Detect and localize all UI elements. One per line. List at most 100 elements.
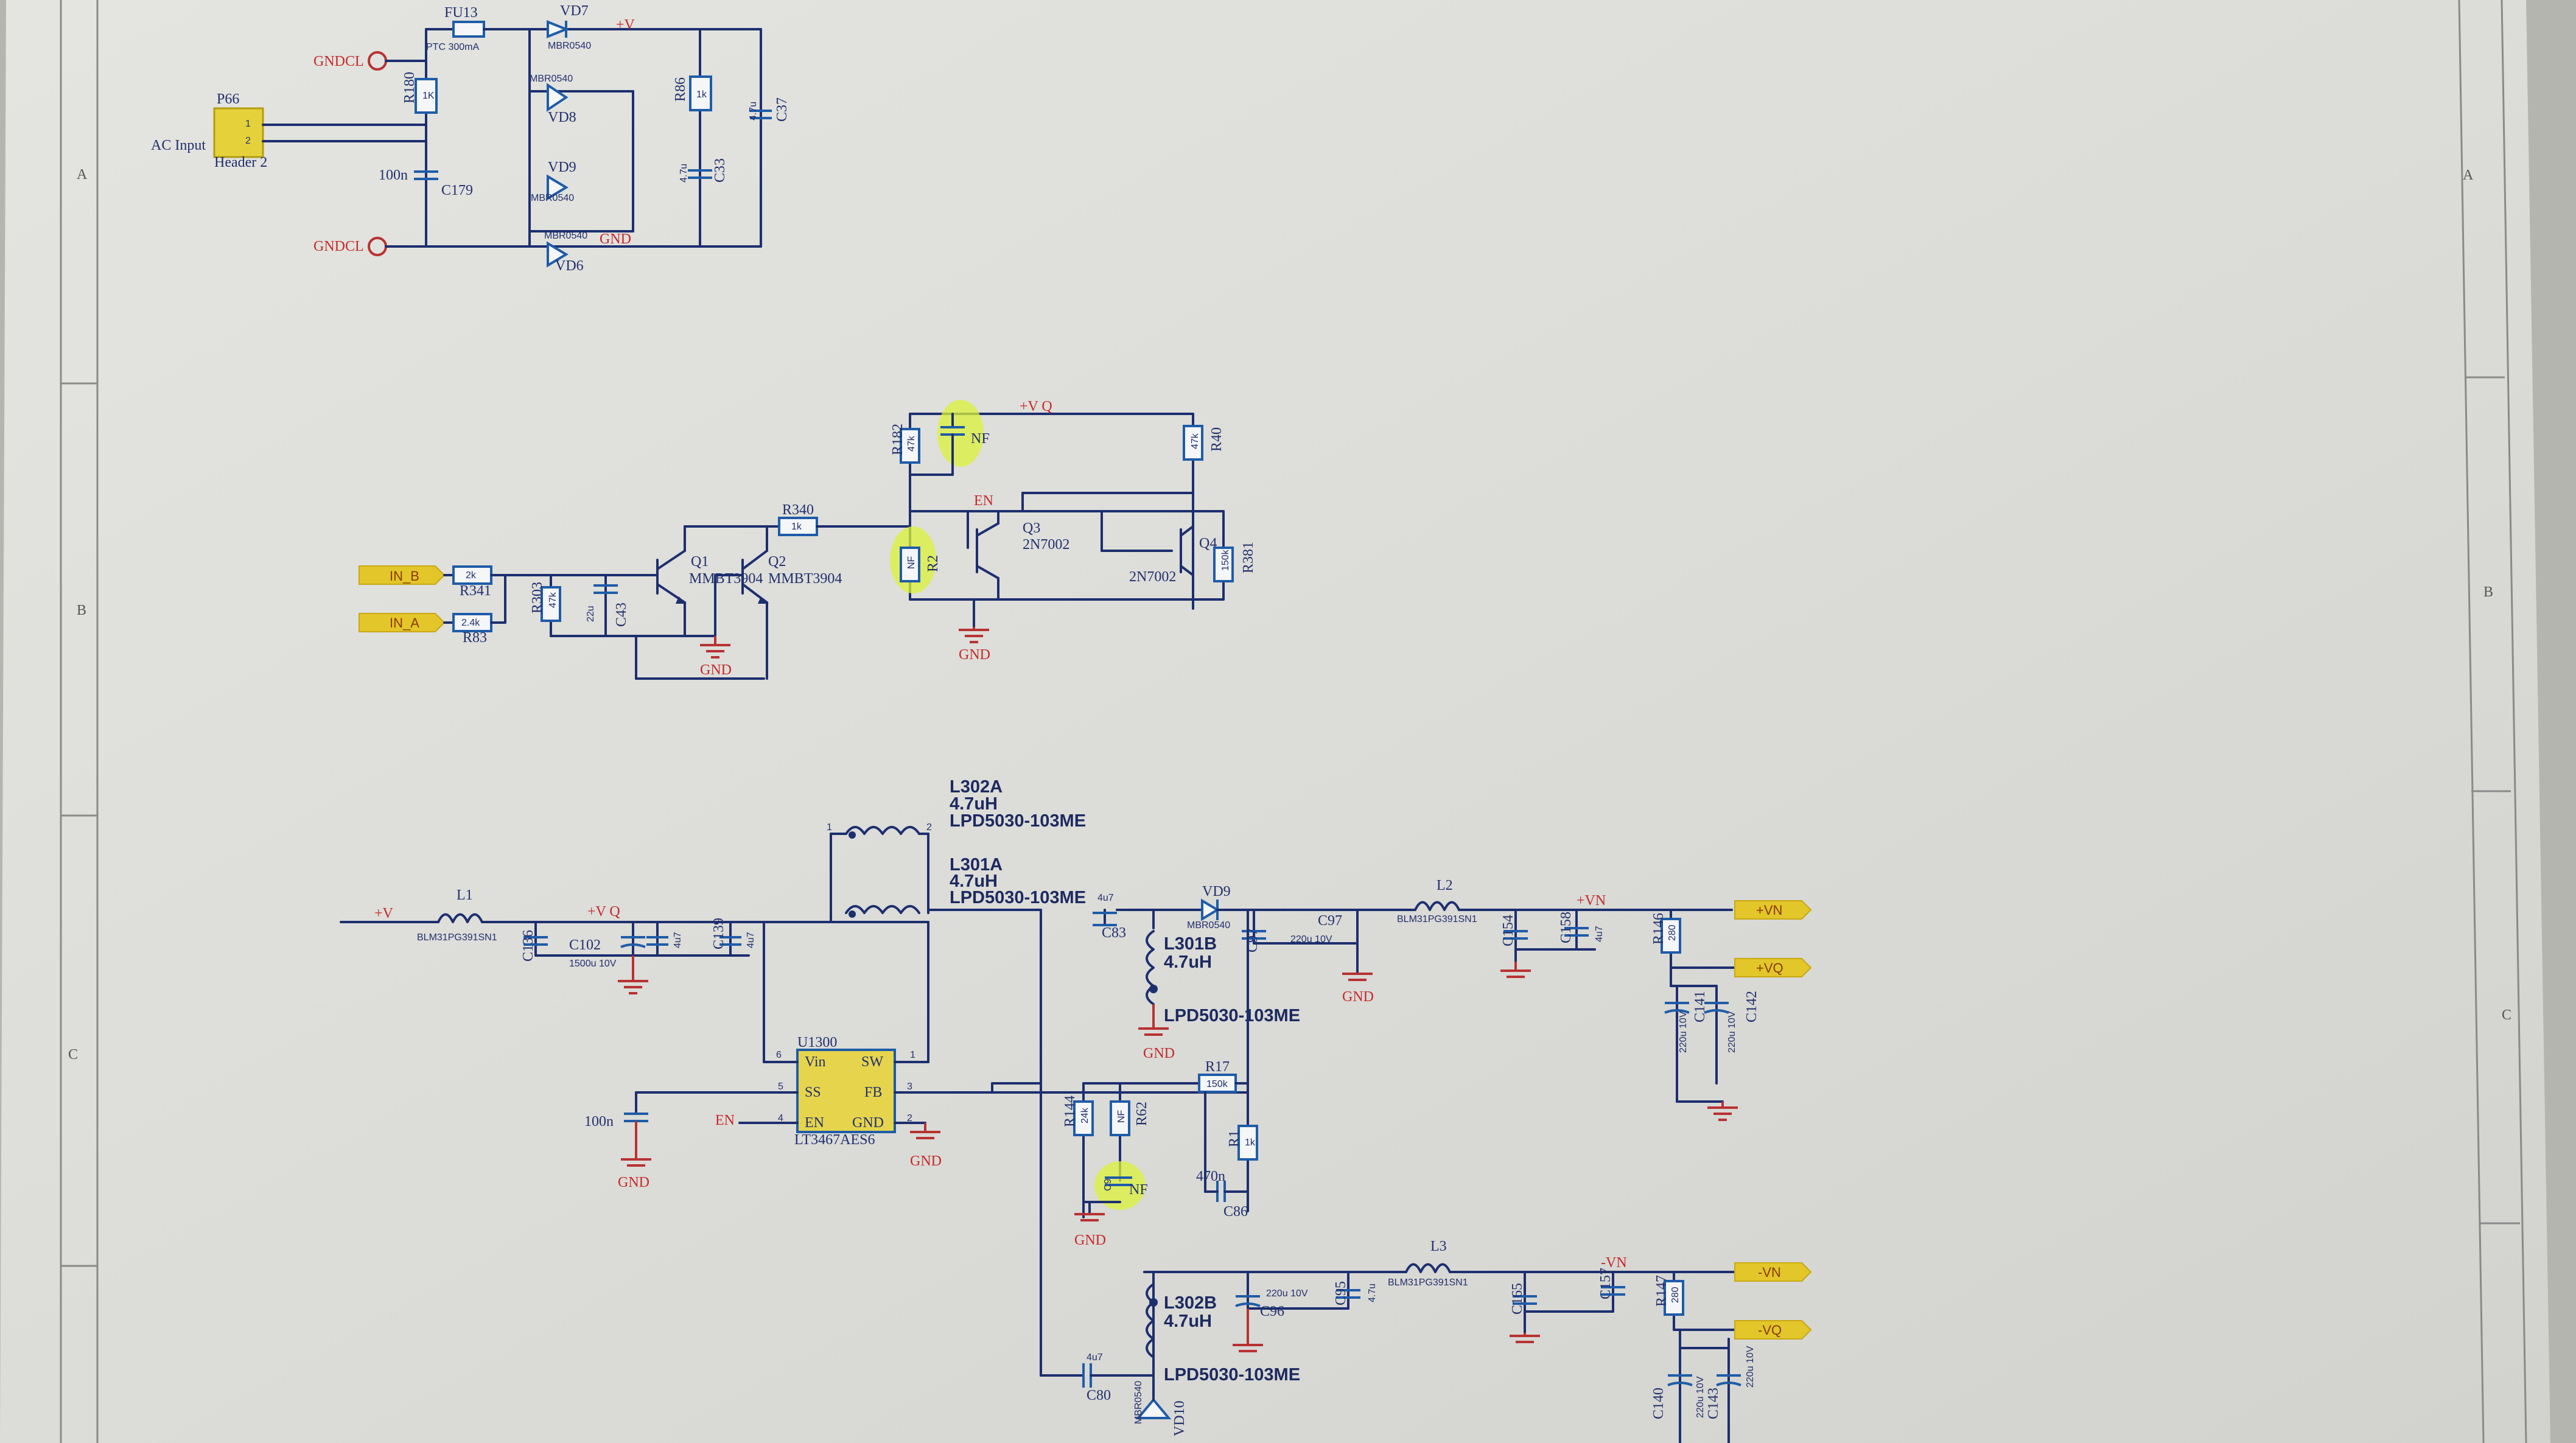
r1-ref: R1 (1227, 1130, 1242, 1147)
diode-vd10 (1135, 1397, 1172, 1419)
q2-ref: Q2 (768, 554, 786, 570)
r182-ref: R182 (890, 424, 906, 455)
r182-value: 47k (906, 435, 917, 452)
r17-value: 150k (1206, 1079, 1228, 1089)
r2-nf-label: NF (906, 556, 917, 569)
r62-ref: R62 (1134, 1102, 1150, 1126)
r341-value: 2k (466, 570, 477, 581)
pin-2-num: 2 (907, 1113, 912, 1123)
c33-value: 4.7u (679, 164, 689, 183)
inductor-l301b (1146, 930, 1155, 1005)
pin-1-num: 1 (910, 1050, 915, 1060)
resistor-r40 (1183, 425, 1203, 461)
nf-top-label: NF (971, 431, 990, 447)
vd9-value: MBR0540 (531, 193, 574, 203)
inductor-l302a (845, 826, 920, 835)
r381-ref: R381 (1241, 542, 1256, 573)
q1-ref: Q1 (691, 554, 709, 570)
vd10-value: MBR0540 (1133, 1381, 1144, 1424)
port-minus-vn-label: -VN (1758, 1265, 1781, 1280)
gnd-label-c97: GND (1342, 989, 1374, 1005)
c97b-ref: C97 (1318, 913, 1342, 929)
inductor-l2 (1414, 901, 1460, 911)
gnd-label-fb: GND (1074, 1232, 1106, 1248)
zone-label-b-left: B (77, 603, 86, 618)
l301a-part: LPD5030-103ME (950, 888, 1086, 907)
r144-ref: R144 (1062, 1095, 1078, 1127)
r340-ref: R340 (782, 502, 814, 518)
resistor-r146 (1661, 918, 1681, 954)
net-minus-vn: -VN (1601, 1255, 1627, 1271)
l2-ref: L2 (1437, 878, 1453, 893)
vd9-ref: VD9 (548, 159, 576, 175)
l302b-part: LPD5030-103ME (1164, 1365, 1300, 1385)
driver-section: IN_B IN_A 2k R341 2.4k R83 R303 47k 22u … (359, 399, 1256, 680)
port-minus-vq-label: -VQ (1758, 1322, 1782, 1338)
ac-input-connector (213, 107, 264, 158)
r341-ref: R341 (460, 583, 491, 599)
c136-ref: C136 (520, 930, 536, 962)
fuse-ref: FU13 (444, 5, 478, 21)
r147-ref: R147 (1654, 1275, 1670, 1307)
r83-value: 2.4k (461, 618, 480, 628)
r2-ref: R2 (925, 555, 941, 572)
c83-value: 4u7 (1097, 893, 1114, 903)
resistor-r182 (900, 428, 920, 464)
diode-vd9 (547, 174, 569, 201)
c-4u7-b: 4u7 (746, 932, 756, 948)
r303-value: 47k (548, 592, 558, 608)
resistor-r147 (1664, 1280, 1684, 1316)
port-minus-vq (1734, 1320, 1812, 1340)
c102-ref: C102 (569, 937, 601, 953)
port-plus-vq-label: +VQ (1756, 960, 1783, 976)
r40-ref: R40 (1209, 427, 1225, 452)
vd7-ref: VD7 (560, 3, 589, 19)
r1-value: 1k (1245, 1137, 1256, 1148)
l2-part: BLM31PG391SN1 (1397, 914, 1477, 924)
resistor-r2-nf (900, 547, 920, 582)
zone-label-a-left: A (77, 167, 88, 183)
q2-value: MMBT3904 (768, 571, 842, 587)
l301b-part: LPD5030-103ME (1164, 1006, 1300, 1025)
pin-sw-label: SW (861, 1054, 883, 1070)
port-plus-vn-label: +VN (1756, 903, 1782, 918)
r86-value: 1k (696, 89, 707, 100)
r180-ref: R180 (402, 72, 418, 103)
q3-value: 2N7002 (1023, 537, 1069, 553)
gnd-label-ss: GND (618, 1175, 649, 1190)
pin-4-num: 4 (778, 1113, 783, 1123)
c80-value: 4u7 (1087, 1352, 1103, 1363)
c-100n-value: 100n (584, 1114, 614, 1130)
inductor-l3 (1405, 1263, 1451, 1273)
diode-vd6 (547, 241, 569, 268)
vd6-ref: VD6 (555, 258, 584, 274)
net-vq-conv: +V Q (587, 904, 620, 920)
port-plus-vn (1734, 900, 1812, 920)
c158-value: 4u7 (1594, 926, 1605, 942)
resistor-r83 (452, 613, 492, 632)
l302a-ref: L302A (950, 777, 1003, 797)
vd8-value: MBR0540 (530, 74, 573, 84)
diode-vd8 (547, 83, 569, 112)
pin-vin-label: Vin (805, 1054, 826, 1070)
c97-value: 220u 10V (1290, 934, 1332, 945)
c157-ref: C157 (1598, 1268, 1614, 1299)
net-gndcl-top: GNDCL (313, 54, 364, 69)
port-in-b (359, 565, 446, 585)
power-input-section: GNDCL GNDCL FU13 PTC 300mA P66 1 2 AC In… (151, 3, 790, 274)
pin-6-num: 6 (776, 1050, 782, 1060)
r147-value: 280 (1670, 1287, 1681, 1303)
l1-part: BLM31PG391SN1 (417, 932, 497, 943)
net-vn: +VN (1577, 893, 1606, 909)
port-in-b-label: IN_B (390, 568, 419, 584)
c154-ref: C154 (1500, 915, 1516, 946)
q1-value: MMBT3904 (689, 571, 763, 587)
c179-value: 100n (379, 167, 408, 183)
nf-cap-label: NF (1129, 1182, 1148, 1198)
l302b-value: 4.7uH (1164, 1312, 1212, 1331)
connector-label: AC Input (151, 138, 206, 153)
c33-ref: C33 (712, 158, 728, 183)
inductor-l301a (845, 905, 920, 914)
resistor-r86 (689, 75, 712, 111)
converter-section: L302A 4.7uH LPD5030-103ME L301A 4.7uH LP… (340, 777, 1812, 1443)
